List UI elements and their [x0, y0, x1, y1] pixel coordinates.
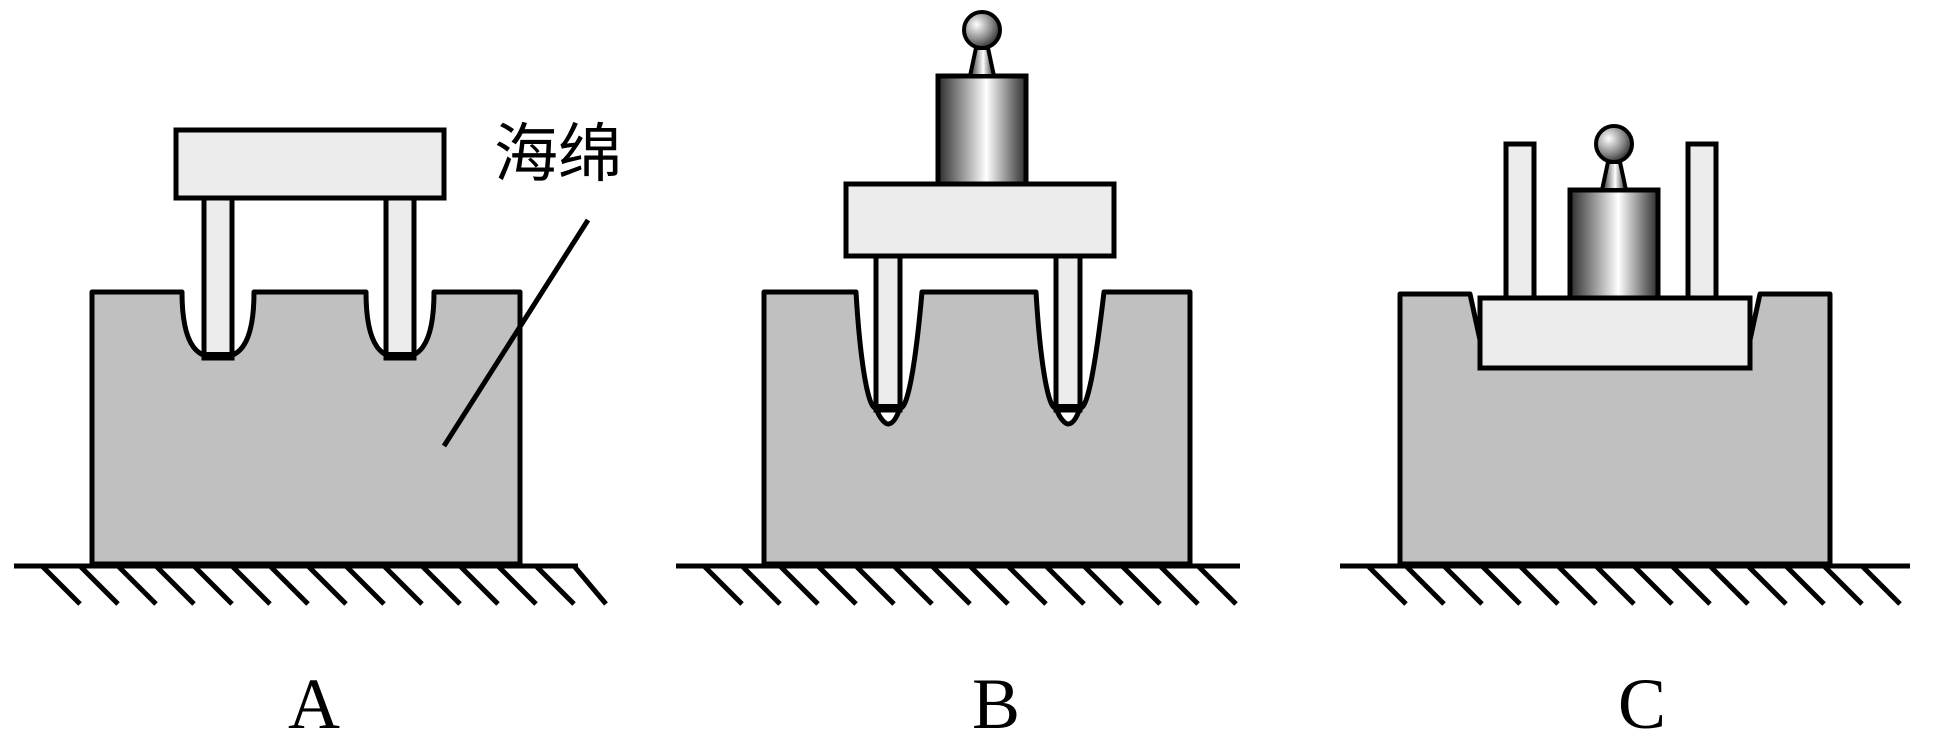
table-leg-right-a — [383, 195, 417, 361]
table-top-c — [1477, 295, 1753, 371]
panel-a: 海绵 A — [14, 118, 622, 736]
sponge-b — [761, 289, 1193, 567]
table-top-b — [843, 181, 1117, 259]
panel-c: C — [1340, 124, 1910, 736]
sponge-pointer-line — [441, 218, 591, 448]
panel-label-c: C — [1618, 664, 1666, 736]
table-leg-left-b — [873, 251, 903, 413]
ground-a — [14, 563, 608, 606]
table-top-a — [173, 127, 447, 201]
table-leg-right-c — [1685, 141, 1719, 301]
weight-c — [1567, 124, 1661, 301]
panel-label-b: B — [972, 664, 1020, 736]
panel-label-a: A — [288, 664, 340, 736]
ground-c — [1340, 563, 1910, 606]
ground-b — [676, 563, 1240, 606]
table-leg-left-a — [201, 195, 235, 361]
table-leg-right-b — [1053, 251, 1083, 413]
sponge-label: 海绵 — [494, 118, 622, 192]
table-leg-left-c — [1503, 141, 1537, 301]
panel-b: B — [676, 10, 1240, 736]
weight-b — [935, 10, 1029, 187]
